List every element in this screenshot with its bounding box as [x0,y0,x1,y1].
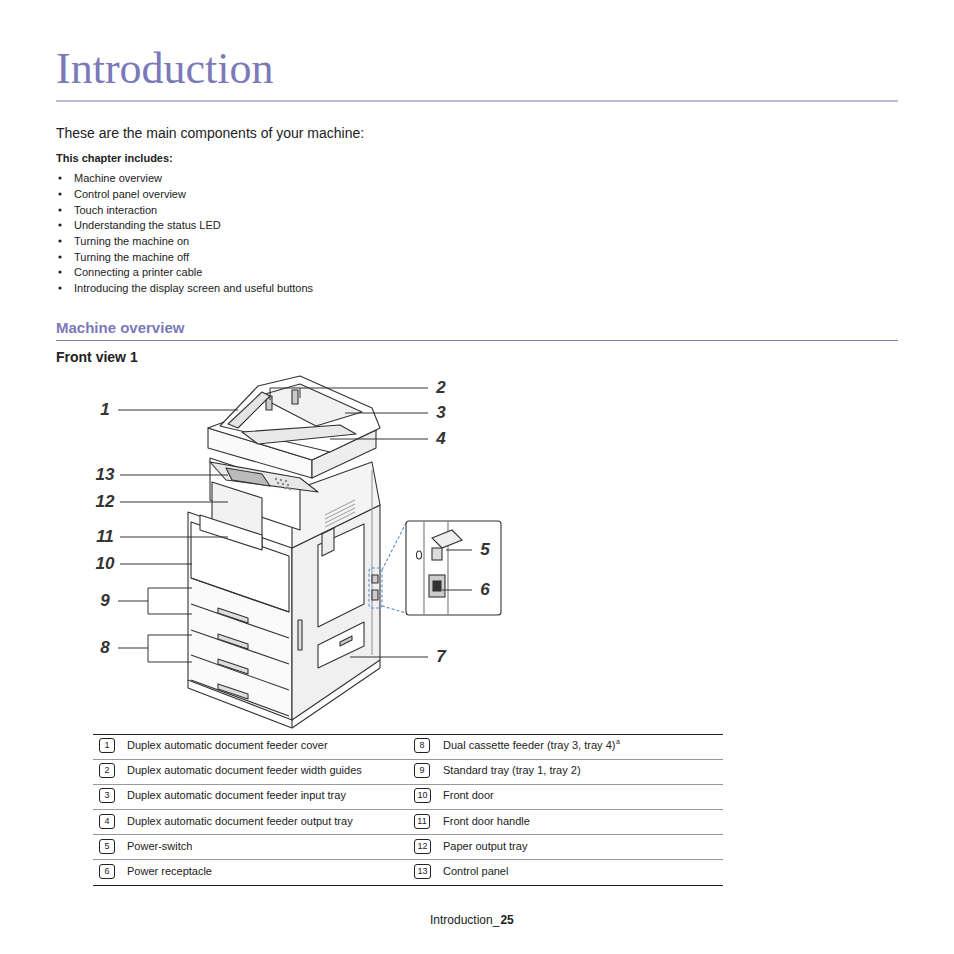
callout-number: 5 [478,540,491,560]
number-box: 3 [99,788,115,803]
table-cell: Paper output tray [443,840,527,853]
body-text: Turning the machine off [74,251,189,264]
table-cell: Duplex automatic document feeder output … [127,815,353,828]
body-text: Connecting a printer cable [74,266,202,279]
body-text: Machine overview [74,172,162,185]
table-cell: Power receptacle [127,865,212,878]
body-text: Touch interaction [74,204,157,217]
callout-number: 12 [94,492,117,512]
number-box: 4 [99,814,115,829]
callout-number: 10 [94,554,117,574]
table-rules [93,735,723,886]
callout-number: 7 [434,647,447,667]
table-cell: Power-switch [127,840,192,853]
row-number: 1 [104,741,109,750]
callout-number: 9 [98,591,111,611]
table-cell: Duplex automatic document feeder width g… [127,764,362,777]
callout-number: 13 [94,465,117,485]
callout-number: 2 [434,378,447,398]
page-title: Introduction [56,44,274,95]
printer-drawing [188,376,406,728]
row-number: 10 [417,791,427,800]
number-box: 6 [99,864,115,879]
body-text: 25 [500,914,513,928]
row-number: 3 [104,791,109,800]
table-cell: Front door [443,789,494,802]
row-number: 4 [104,817,109,826]
section-rule [56,340,898,341]
callout-number: 4 [434,429,447,449]
table-cell: Front door handle [443,815,530,828]
callout-number: 8 [98,638,111,658]
row-number: 11 [417,817,426,826]
number-box: 1 [99,738,115,753]
section-heading: Machine overview [56,319,184,336]
number-box: 13 [414,864,431,879]
row-number: 6 [104,867,109,876]
table-cell: Control panel [443,865,508,878]
callout-number: 3 [434,403,447,423]
row-number: 8 [419,741,424,750]
section-heading: Front view 1 [56,349,138,365]
number-box: 12 [414,839,431,854]
body-text: Control panel overview [74,188,186,201]
body-text: Turning the machine on [74,235,189,248]
number-box: 9 [414,763,430,778]
table-cell: Duplex automatic document feeder input t… [127,789,346,802]
body-text: This chapter includes: [56,152,173,165]
table-cell: Dual cassette feeder (tray 3, tray 4) [443,739,615,752]
callout-number: 6 [478,580,491,600]
body-text: a [616,738,620,746]
number-box: 11 [414,814,430,829]
bullet-dots [58,176,61,289]
row-number: 12 [417,842,427,851]
table-cell: Standard tray (tray 1, tray 2) [443,764,581,777]
row-number: 13 [417,867,427,876]
title-rule [56,101,898,102]
row-number: 9 [419,766,424,775]
body-text: These are the main components of your ma… [56,125,364,141]
power-inset [406,521,501,615]
callout-number: 1 [98,400,111,420]
callout-number: 11 [94,527,116,547]
body-text: Introducing the display screen and usefu… [74,282,313,295]
table-cell: Duplex automatic document feeder cover [127,739,328,752]
body-text: Understanding the status LED [74,219,221,232]
number-box: 5 [99,839,115,854]
row-number: 2 [104,766,109,775]
number-box: 10 [414,788,431,803]
row-number: 5 [104,842,109,851]
number-box: 2 [99,763,115,778]
body-text: Introduction_ [430,914,499,928]
leader-lines [118,388,472,662]
number-box: 8 [414,738,430,753]
